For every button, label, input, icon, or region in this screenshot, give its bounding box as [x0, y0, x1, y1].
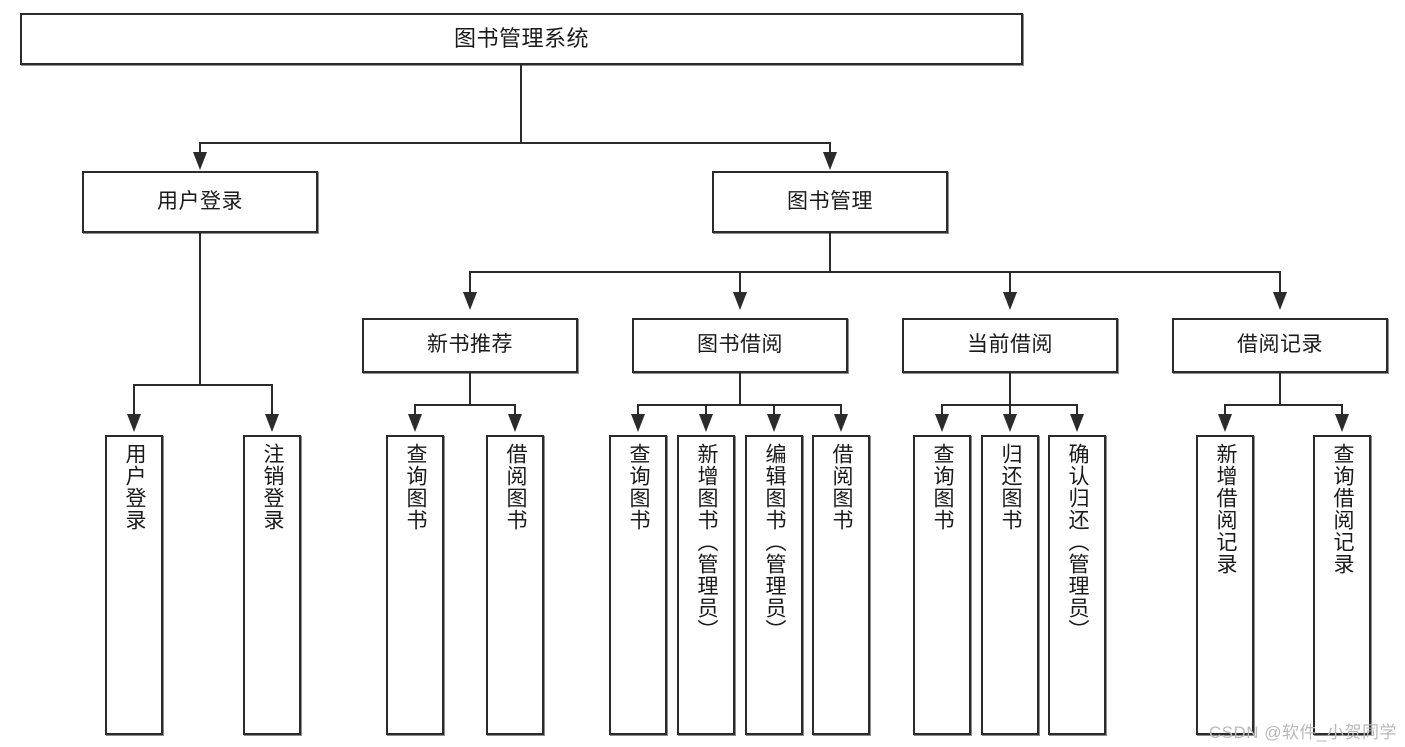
- connector-borrow-drop-3: [773, 404, 775, 416]
- node-leaf6-label: 新增图书（管理员）: [695, 443, 719, 641]
- connector-bookmgmt-drop-records: [1279, 271, 1281, 294]
- node-leaf4[interactable]: 借阅图书: [486, 435, 544, 735]
- node-leaf12[interactable]: 新增借阅记录: [1196, 435, 1254, 735]
- node-leaf7[interactable]: 编辑图书（管理员）: [745, 435, 803, 735]
- node-leaf8-label: 借阅图书: [830, 443, 854, 531]
- arrowhead-leaf4: [508, 414, 522, 432]
- node-newbook[interactable]: 新书推荐: [362, 318, 578, 373]
- arrowhead-newbook: [463, 292, 477, 310]
- node-leaf1[interactable]: 用户登录: [105, 435, 163, 735]
- node-records-label: 借阅记录: [1237, 333, 1323, 357]
- node-root[interactable]: 图书管理系统: [20, 13, 1023, 65]
- connector-newbook-bus: [414, 404, 515, 406]
- node-leaf5[interactable]: 查询图书: [609, 435, 667, 735]
- node-root-label: 图书管理系统: [453, 26, 589, 52]
- node-leaf13-label: 查询借阅记录: [1331, 443, 1355, 575]
- node-leaf4-label: 借阅图书: [504, 443, 528, 531]
- node-records[interactable]: 借阅记录: [1172, 318, 1388, 373]
- node-leaf5-label: 查询图书: [627, 443, 651, 531]
- node-newbook-label: 新书推荐: [427, 333, 513, 357]
- arrowhead-leaf1: [127, 414, 141, 432]
- connector-login-drop-2: [271, 384, 273, 416]
- arrowhead-leaf7: [767, 414, 781, 432]
- connector-current-stem: [1009, 373, 1011, 405]
- connector-records-stem: [1279, 373, 1281, 405]
- arrowhead-borrow: [733, 292, 747, 310]
- arrowhead-leaf5: [631, 414, 645, 432]
- connector-borrow-drop-1: [637, 404, 639, 416]
- connector-login-bus: [133, 384, 272, 386]
- connector-login-stem: [199, 233, 201, 385]
- arrowhead-leaf3: [408, 414, 422, 432]
- connector-bookmgmt-drop-newbook: [469, 271, 471, 294]
- connector-bookmgmt-drop-current: [1009, 271, 1011, 294]
- arrowhead-leaf13: [1335, 414, 1349, 432]
- connector-newbook-drop-1: [414, 404, 416, 416]
- connector-records-bus: [1224, 404, 1342, 406]
- node-leaf11[interactable]: 确认归还（管理员）: [1048, 435, 1106, 735]
- node-leaf12-label: 新增借阅记录: [1214, 443, 1238, 575]
- arrowhead-leaf6: [699, 414, 713, 432]
- connector-current-drop-2: [1009, 404, 1011, 416]
- connector-login-drop-1: [133, 384, 135, 416]
- node-bookmgmt[interactable]: 图书管理: [712, 171, 948, 233]
- connector-root-bus: [199, 142, 831, 144]
- arrowhead-records: [1273, 292, 1287, 310]
- node-borrow-label: 图书借阅: [697, 333, 783, 357]
- arrowhead-current: [1003, 292, 1017, 310]
- node-borrow[interactable]: 图书借阅: [632, 318, 848, 373]
- watermark-text: CSDN @软件_小贺同学: [1208, 723, 1397, 742]
- node-leaf3[interactable]: 查询图书: [386, 435, 444, 735]
- node-leaf2[interactable]: 注销登录: [243, 435, 301, 735]
- arrowhead-leaf2: [265, 414, 279, 432]
- arrowhead-login: [193, 152, 207, 170]
- node-leaf8[interactable]: 借阅图书: [812, 435, 870, 735]
- node-leaf9-label: 查询图书: [931, 443, 955, 531]
- arrowhead-leaf10: [1003, 414, 1017, 432]
- node-leaf13[interactable]: 查询借阅记录: [1313, 435, 1371, 735]
- node-leaf9[interactable]: 查询图书: [913, 435, 971, 735]
- node-current-label: 当前借阅: [967, 333, 1053, 357]
- node-leaf1-label: 用户登录: [123, 443, 147, 531]
- connector-newbook-stem: [469, 373, 471, 405]
- node-login-label: 用户登录: [157, 189, 243, 213]
- connector-bookmgmt-drop-borrow: [739, 271, 741, 294]
- arrowhead-bookmgmt: [823, 152, 837, 170]
- node-bookmgmt-label: 图书管理: [787, 189, 873, 213]
- node-login[interactable]: 用户登录: [82, 171, 318, 233]
- connector-borrow-stem: [739, 373, 741, 405]
- node-leaf10-label: 归还图书: [999, 443, 1023, 531]
- connector-current-drop-3: [1076, 404, 1078, 416]
- node-leaf2-label: 注销登录: [261, 443, 285, 531]
- arrowhead-leaf12: [1218, 414, 1232, 432]
- node-current[interactable]: 当前借阅: [902, 318, 1118, 373]
- connector-borrow-drop-2: [705, 404, 707, 416]
- connector-records-drop-2: [1341, 404, 1343, 416]
- arrowhead-leaf11: [1070, 414, 1084, 432]
- node-leaf7-label: 编辑图书（管理员）: [763, 443, 787, 641]
- connector-borrow-bus: [637, 404, 841, 406]
- connector-current-drop-1: [941, 404, 943, 416]
- arrowhead-leaf8: [834, 414, 848, 432]
- node-leaf3-label: 查询图书: [404, 443, 428, 531]
- connector-bookmgmt-stem: [829, 233, 831, 272]
- node-leaf10[interactable]: 归还图书: [981, 435, 1039, 735]
- connector-borrow-drop-4: [840, 404, 842, 416]
- connector-newbook-drop-2: [514, 404, 516, 416]
- node-leaf11-label: 确认归还（管理员）: [1066, 443, 1090, 641]
- arrowhead-leaf9: [935, 414, 949, 432]
- node-leaf6[interactable]: 新增图书（管理员）: [677, 435, 735, 735]
- connector-records-drop-1: [1224, 404, 1226, 416]
- connector-root-stem: [520, 65, 522, 143]
- connector-bookmgmt-bus: [469, 271, 1280, 273]
